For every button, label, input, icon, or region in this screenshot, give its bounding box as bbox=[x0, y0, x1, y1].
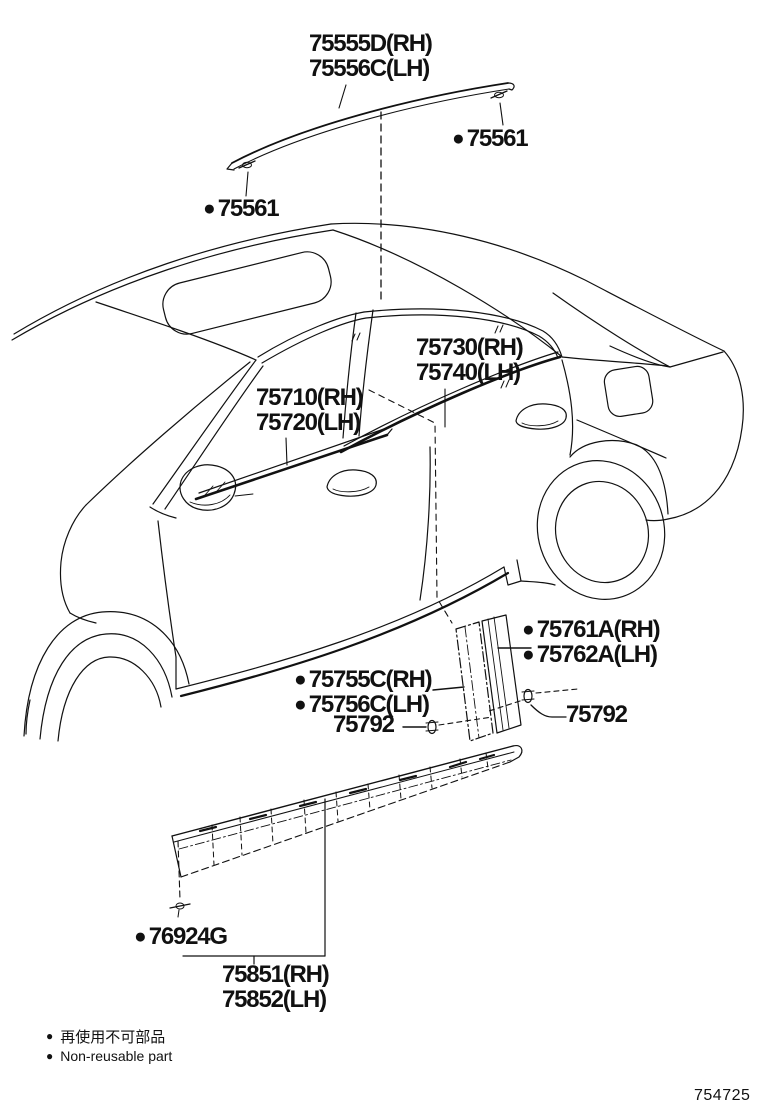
part-number: 76924G bbox=[148, 923, 228, 950]
rocker-moulding-part bbox=[171, 745, 523, 878]
part-number: 75792 bbox=[333, 711, 395, 738]
part-number: 75730(RH) bbox=[416, 334, 524, 361]
callout-front-pillar-tape: ●75755C(RH) ●75756C(LH) bbox=[294, 666, 433, 718]
part-number: 75561 bbox=[466, 125, 529, 152]
grommet-clips bbox=[425, 688, 535, 735]
car-body-drawing bbox=[11, 222, 744, 742]
fastener-clips bbox=[169, 902, 191, 918]
non-reusable-marker: ● bbox=[522, 643, 535, 666]
part-number: 75556C(LH) bbox=[309, 55, 430, 82]
part-number: 75720(LH) bbox=[256, 409, 361, 436]
part-number: 75756C(LH) bbox=[308, 691, 430, 718]
legend-text-en: Non-reusable part bbox=[60, 1048, 173, 1064]
non-reusable-marker: ● bbox=[46, 1029, 54, 1043]
callout-rocker-moulding: 75851(RH) 75852(LH) bbox=[222, 961, 330, 1013]
callout-front-belt-moulding: 75710(RH) 75720(LH) bbox=[256, 384, 364, 436]
roof-moulding-part bbox=[226, 82, 515, 171]
part-number: 75851(RH) bbox=[222, 961, 330, 988]
part-number: 75561 bbox=[217, 195, 280, 222]
non-reusable-marker: ● bbox=[46, 1049, 54, 1063]
non-reusable-marker: ● bbox=[522, 618, 535, 641]
figure-number: 754725 bbox=[694, 1087, 751, 1104]
callout-rocker-clip: ●76924G bbox=[134, 923, 228, 950]
callout-roof-clip-right: ●75561 bbox=[452, 125, 529, 152]
callout-rear-belt-moulding: 75730(RH) 75740(LH) bbox=[416, 334, 524, 386]
part-number: 75792 bbox=[566, 701, 628, 728]
non-reusable-marker: ● bbox=[134, 925, 147, 948]
non-reusable-marker: ● bbox=[203, 197, 216, 220]
leader-lines bbox=[177, 84, 579, 965]
non-reusable-marker: ● bbox=[294, 693, 307, 716]
non-reusable-marker: ● bbox=[452, 127, 465, 150]
callout-grommet-right: 75792 bbox=[566, 701, 628, 728]
callout-roof-clip-left: ●75561 bbox=[203, 195, 280, 222]
legend: ● 再使用不可部品 ● Non-reusable part bbox=[46, 1026, 172, 1066]
part-number: 75755C(RH) bbox=[308, 666, 433, 693]
callout-roof-moulding: 75555D(RH) 75556C(LH) bbox=[309, 30, 433, 82]
callout-grommet-left: 75792 bbox=[333, 711, 395, 738]
callout-rear-pillar-tape: ●75761A(RH) ●75762A(LH) bbox=[522, 616, 661, 668]
part-number: 75710(RH) bbox=[256, 384, 364, 411]
part-number: 75852(LH) bbox=[222, 986, 327, 1013]
part-number: 75762A(LH) bbox=[536, 641, 658, 668]
part-number: 75740(LH) bbox=[416, 359, 521, 386]
legend-text-ja: 再使用不可部品 bbox=[60, 1028, 166, 1046]
non-reusable-marker: ● bbox=[294, 668, 307, 691]
part-number: 75555D(RH) bbox=[309, 30, 433, 57]
pillar-tape-parts bbox=[455, 614, 522, 742]
part-number: 75761A(RH) bbox=[536, 616, 661, 643]
